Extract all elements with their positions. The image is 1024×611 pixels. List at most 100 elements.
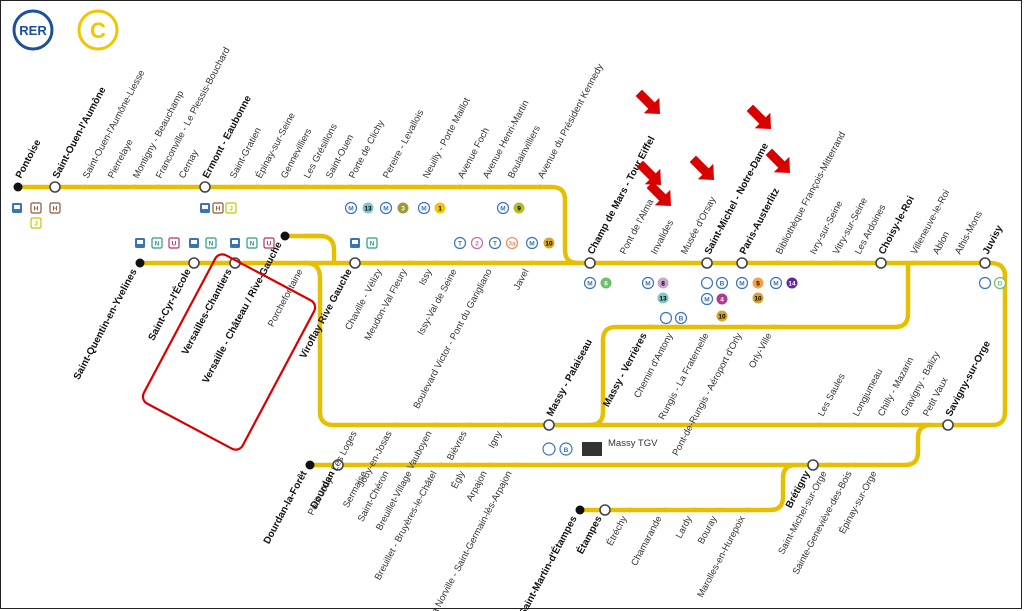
- station-label-kennedy: Avenue du Président Kennedy: [536, 62, 606, 181]
- connection-badge: M: [735, 276, 749, 290]
- svg-text:9: 9: [517, 205, 521, 212]
- svg-text:B: B: [564, 447, 569, 454]
- svg-text:M: M: [704, 296, 709, 303]
- svg-text:M: M: [500, 205, 505, 212]
- station-label-bouray: Bouray: [696, 514, 720, 546]
- station-dot-epinay: [255, 184, 261, 190]
- connection-badge: U: [263, 237, 275, 249]
- station-nodes: [13, 181, 991, 516]
- station-dot-breuillet_bruyeres: [437, 462, 443, 468]
- svg-text:M: M: [587, 280, 592, 287]
- station-dot-neuilly: [422, 184, 428, 190]
- station-dot-saint_ouen_aumone_liesse: [82, 184, 88, 190]
- station-label-champ_de_mars: Champ de Mars - Tour Eiffel: [586, 134, 658, 256]
- station-dot-vauboyen: [432, 422, 438, 428]
- station-dot-javel: [529, 260, 535, 266]
- station-node-ermont: [199, 181, 211, 193]
- station-label-ermont: Ermont - Eaubonne: [201, 93, 254, 180]
- station-dot-pont_rungis: [742, 324, 748, 330]
- station-node-juvisy: [979, 257, 991, 269]
- station-node-savigny: [942, 419, 954, 431]
- station-dot-longjumeau: [852, 422, 858, 428]
- station-node-dourdan: [332, 459, 344, 471]
- station-label-saint_martin: Saint-Martin-d'Étampes: [516, 513, 580, 611]
- connection-badge: 4: [716, 293, 728, 305]
- connection-badge: 6: [600, 277, 612, 289]
- station-dot-athis: [954, 260, 960, 266]
- station-terminus-saint_martin: [575, 505, 585, 515]
- svg-text:H: H: [53, 205, 58, 212]
- svg-text:10: 10: [754, 295, 762, 302]
- station-dot-vitry: [832, 260, 838, 266]
- station-dot-ardoines: [854, 260, 860, 266]
- svg-text:2: 2: [475, 240, 479, 247]
- connection-badge: N: [366, 237, 378, 249]
- station-label-pereire: Pereire - Levallois: [381, 108, 427, 181]
- station-node-austerlitz: [736, 257, 748, 269]
- station-dot-henri_martin: [482, 184, 488, 190]
- connection-badge: U: [168, 237, 180, 249]
- station-label-savigny: Savigny-sur-Orge: [944, 339, 993, 419]
- station-dot-chamarande: [662, 507, 668, 513]
- station-dot-saules: [817, 422, 823, 428]
- connection-badge: M: [344, 201, 358, 215]
- station-node-saint_ouen_aumone: [49, 181, 61, 193]
- connection-badge: H: [212, 202, 224, 214]
- station-dot-orly_ville: [772, 324, 778, 330]
- svg-text:C: C: [90, 18, 106, 43]
- svg-text:U: U: [267, 240, 272, 247]
- station-dot-egly: [465, 462, 471, 468]
- red-arrow-icon: [635, 89, 660, 114]
- svg-text:N: N: [250, 240, 255, 247]
- svg-text:J: J: [34, 220, 38, 227]
- station-dot-petit_vaux: [922, 422, 928, 428]
- connection-badge: 10: [543, 237, 555, 249]
- station-dot-gennevilliers: [280, 184, 286, 190]
- station-dot-breuillet_village: [412, 462, 418, 468]
- station-dot-sermaise: [367, 462, 373, 468]
- station-dot-jouy: [392, 422, 398, 428]
- connection-badge: B: [715, 276, 729, 290]
- svg-text:H: H: [216, 205, 221, 212]
- station-dot-issy_val: [457, 260, 463, 266]
- connection-badge: M: [700, 292, 714, 306]
- station-label-igny: Igny: [487, 429, 505, 450]
- svg-text:J: J: [229, 205, 233, 212]
- svg-text:5: 5: [756, 280, 760, 287]
- station-dot-orsay: [680, 260, 686, 266]
- connection-badge: T: [488, 236, 502, 250]
- connection-badge: 13: [657, 292, 669, 304]
- station-dot-issy: [432, 260, 438, 266]
- connection-badge: M: [379, 201, 393, 215]
- station-dot-ablon: [932, 260, 938, 266]
- station-terminus-dourdan_foret: [305, 460, 315, 470]
- station-label-dourdan: Dourdan: [309, 469, 338, 510]
- connection-badge: [700, 276, 714, 290]
- connection-badge: J: [30, 217, 42, 229]
- svg-text:Massy TGV: Massy TGV: [608, 438, 658, 449]
- rer-logo: RER: [12, 9, 54, 51]
- connection-badge: 5: [752, 277, 764, 289]
- station-dot-saint_cheron: [389, 462, 395, 468]
- svg-text:M: M: [739, 280, 744, 287]
- station-label-viroflay: Viroflay Rive Gauche: [298, 267, 355, 361]
- station-dot-boulainvilliers: [507, 184, 513, 190]
- svg-text:RER: RER: [19, 23, 47, 38]
- station-dot-bouray: [717, 507, 723, 513]
- station-dot-gravigny: [900, 422, 906, 428]
- station-dot-franconville: [155, 184, 161, 190]
- connection-badge: [12, 203, 22, 213]
- svg-text:M: M: [348, 205, 353, 212]
- svg-text:13: 13: [364, 205, 372, 212]
- station-label-massy_palaiseau: Massy - Palaiseau: [545, 338, 595, 419]
- station-label-issy: Issy: [417, 267, 435, 287]
- station-dot-arpajon: [487, 462, 493, 468]
- svg-text:10: 10: [545, 240, 553, 247]
- station-label-juvisy: Juvisy: [981, 223, 1006, 256]
- station-dot-gresillons: [303, 184, 309, 190]
- connection-badge: 13: [362, 202, 374, 214]
- station-terminus-sqy: [135, 258, 145, 268]
- svg-text:T: T: [493, 240, 497, 247]
